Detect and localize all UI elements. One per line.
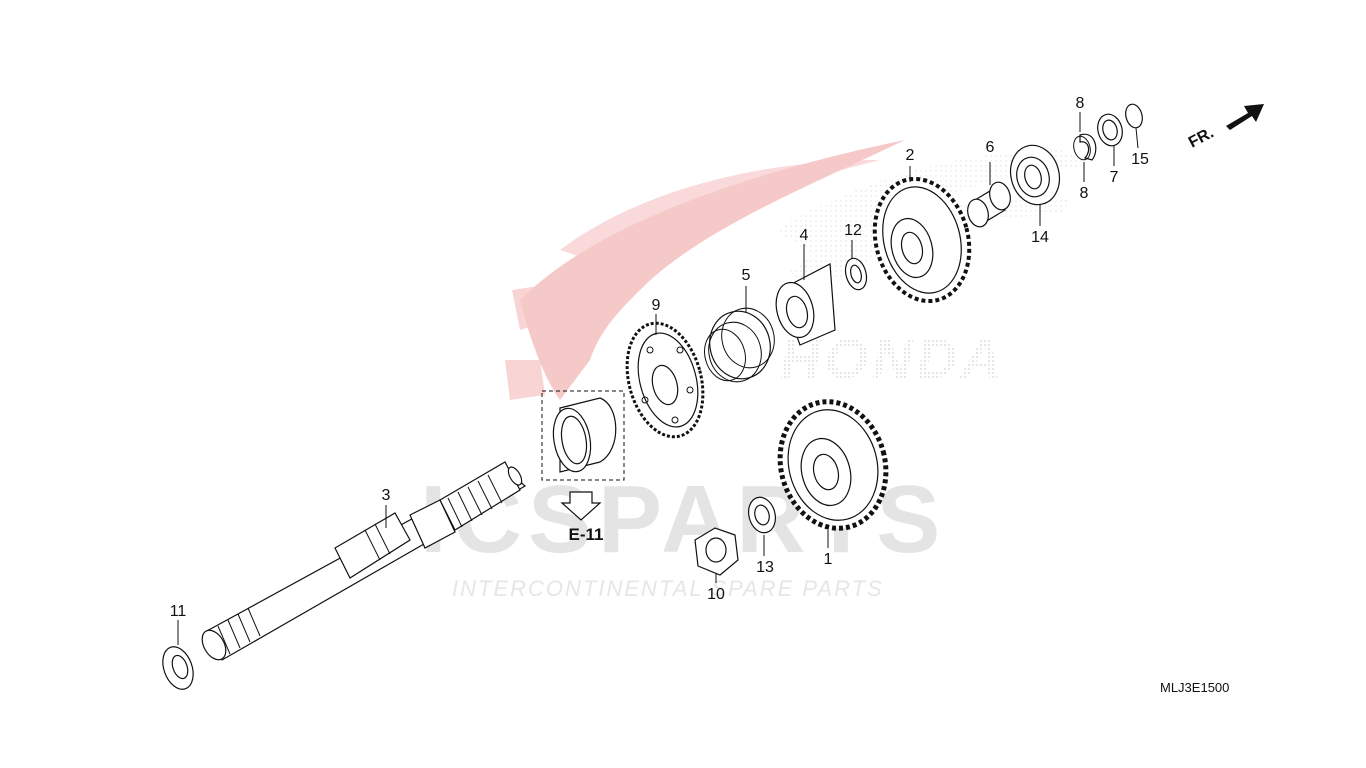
callout-part-1: 1 — [824, 551, 833, 568]
callout-part-11: 11 — [170, 603, 187, 620]
callout-part-7: 7 — [1110, 169, 1119, 186]
gear-2 — [872, 176, 972, 304]
diagram-code: MLJ3E1500 — [1160, 680, 1229, 695]
circlip-8 — [1073, 133, 1097, 161]
reference-label-e11: E-11 — [569, 525, 604, 544]
spring-5 — [704, 307, 775, 383]
washer-12 — [748, 496, 776, 534]
bearing-e11: E-11 — [541, 390, 625, 544]
damper-cam-4 — [775, 263, 836, 346]
callout-part-12: 13 — [756, 559, 774, 576]
leader-lines — [177, 112, 1139, 645]
callout-part-5: 5 — [742, 267, 751, 284]
callout-part-8a: 8 — [1076, 95, 1085, 112]
gear-9 — [625, 321, 705, 439]
callout-part-15: 15 — [1131, 151, 1149, 168]
tagline-watermark-text: INTERCONTINENTAL SPARE PARTS — [452, 576, 884, 601]
nut-10 — [694, 527, 739, 576]
wing-watermark — [505, 140, 905, 400]
callouts: 8 8 7 15 6 14 2 12 4 5 9 3 11 10 13 1 — [170, 95, 1149, 620]
direction-label: FR. — [1186, 124, 1217, 151]
callout-part-14: 14 — [1031, 229, 1049, 246]
callout-part-6: 6 — [986, 139, 995, 156]
callout-part-4: 4 — [800, 227, 809, 244]
lock-nut — [162, 646, 194, 690]
callout-part-8b: 8 — [1080, 185, 1089, 202]
main-shaft — [201, 461, 527, 661]
callout-part-3: 3 — [382, 487, 391, 504]
callout-part-10: 10 — [707, 586, 725, 603]
collar-6 — [967, 181, 1011, 228]
callout-part-2: 2 — [906, 147, 915, 164]
snap-ring-15 — [1125, 103, 1143, 129]
callout-part-13: 12 — [844, 222, 862, 239]
front-arrow-icon — [1226, 104, 1264, 130]
washer-13 — [844, 257, 868, 291]
washer-7 — [1097, 113, 1123, 147]
callout-part-9: 9 — [652, 297, 661, 314]
bearing-14 — [1009, 144, 1061, 206]
gear-1 — [777, 399, 889, 531]
front-direction-indicator: FR. — [1186, 104, 1264, 152]
